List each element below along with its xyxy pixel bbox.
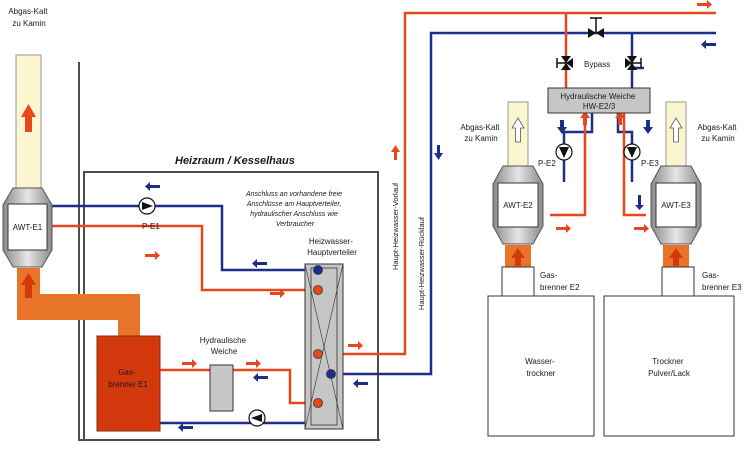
gasbrenner-e2-label: Gas- brenner E2 [540,271,580,292]
awt-e3-exchanger: AWT-E3 [650,165,702,245]
connector-e2 [505,245,531,267]
pump-return-e1-icon [248,409,266,427]
p-e3-label: P-E3 [641,159,659,168]
gasbrenner-e1 [96,335,161,432]
vorlauf-label: Haupt-Heizwasser-Vorlauf [391,182,400,270]
connector-e3 [663,245,689,267]
flow-arrows-red [145,0,712,368]
abgas-kalt-e3-label: Abgas-Kalt zu Kamin [697,123,738,143]
bypass-label: Bypass [584,60,610,69]
exhaust-stack-e2 [507,101,529,167]
hydraulische-weiche-e1-label: Hydraulische Weiche [200,336,248,356]
valve-e2-icon [556,56,573,70]
wassertrockner-unit [487,295,595,437]
bypass-valve-icon [588,17,604,38]
pump-p-e3-icon [623,143,641,161]
flow-arrows-blue [145,40,716,432]
gasbrenner-e1-label: Gas- brenner E1 [108,368,148,389]
awt-e1-exchanger: AWT-E1 [2,187,53,268]
ruecklauf-label: Haupt-Heizwasser-Rücklauf [417,216,426,310]
awt-e2-exchanger: AWT-E2 [492,165,544,245]
awt-e3-label: AWT-E3 [661,201,691,210]
p-e2-label: P-E2 [538,159,556,168]
pump-p-e2-icon [555,143,573,161]
p-e1-label: P-E1 [142,222,160,231]
flue-arrow-e1 [21,273,36,298]
trockner-lack-unit [603,295,735,437]
heizraum-title: Heizraum / Kesselhaus [175,155,295,167]
pump-p-e1-icon [138,197,156,215]
hauptverteiler-label: Heizwasser- Hauptverteiler [307,237,357,257]
flue-duct-e1 [17,268,140,336]
abgas-kalt-e2-label: Abgas-Kalt zu Kamin [460,123,501,143]
valve-e3-icon [625,56,642,70]
awt-e1-label: AWT-E1 [13,223,43,232]
burner-head-e3 [661,266,695,297]
abgas-kalt-e1-label: Abgas-Kalt zu Kamin [8,7,49,28]
exhaust-stack-e1 [15,54,42,191]
hw-e23-label: Hydraulische Weiche HW-E2/3 [560,92,637,111]
wassertrockner-label: Wasser- trockner [525,357,557,378]
hw-e23-box [547,87,651,114]
burner-head-e2 [501,266,535,297]
trockner-lack-label: Trockner Pulver/Lack [648,357,691,378]
awt-e2-label: AWT-E2 [503,201,533,210]
hydraulische-weiche-e1 [209,364,234,412]
distributor-ports [313,265,336,408]
gasbrenner-e3-label: Gas- brenner E3 [702,271,742,292]
flow-pipes [50,11,716,405]
exhaust-stack-e3 [665,101,687,167]
hauptverteiler [304,263,344,430]
anschluss-note: Anschluss an vorhandene freie Anschlüsse… [245,191,344,228]
